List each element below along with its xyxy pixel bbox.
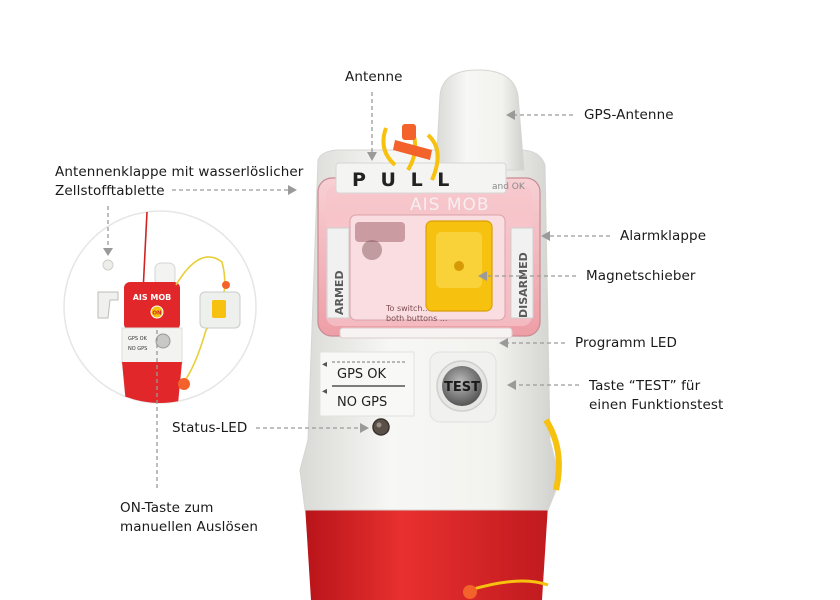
switch-text-2: both buttons ... [386,314,447,323]
inset-magnetic-slider [212,300,226,318]
status-panel: GPS OK NO GPS ◂ ◂ [319,351,415,417]
no-gps-label: NO GPS [337,395,387,410]
arrow-antennenklappe [288,185,297,195]
inset-gps-ok: GPS OK [128,336,148,342]
label-on-taste: ON-Taste zum manuellen Auslösen [120,500,259,535]
beacon-main: ARMED DISARMED P U L L and OK AIS MOB To… [299,69,562,600]
inset-gps-tower [154,262,176,286]
label-alarmklappe: Alarmklappe [620,228,707,244]
inset-lanyard-clip [178,378,190,390]
arrow-taste-test [507,380,516,390]
inset-circle: AIS MOB ON GPS OK NO GPS [63,210,257,404]
inset-base [122,362,182,403]
antenna-pull-cord [381,124,440,181]
magnetic-slider[interactable] [425,220,493,312]
inset-body-red [124,282,180,330]
lanyard-bottom-clip [463,585,477,599]
disarmed-label: DISARMED [517,252,530,318]
arrow-tablet [103,248,113,256]
arrow-programm-led [499,338,508,348]
status-led [372,418,390,436]
label-antenne: Antenne [345,69,403,85]
label-antennenklappe: Antennenklappe mit wasserlöslicher Zells… [55,164,304,199]
inset-no-gps: NO GPS [128,346,147,352]
armed-label: ARMED [333,270,346,315]
test-button[interactable]: TEST [429,351,497,423]
inset-brand: AIS MOB [133,293,172,302]
inset-whip-antenna [142,211,148,293]
alarm-flap-hole [362,240,382,260]
slider-logo [454,261,464,271]
led-glyph-1: ◂ [322,359,327,370]
arrow-gps-antenne [506,110,515,120]
leader-lines [103,92,610,490]
inset-bracket [97,291,119,319]
lanyard-right [543,418,562,491]
led-glyph-2: ◂ [322,386,327,397]
inset-on-label: ON [152,311,162,317]
switch-text: To switch... [385,304,430,313]
label-gps-antenne: GPS-Antenne [584,107,674,123]
pull-label: P U L L [352,169,453,191]
inset-flap-tab [222,281,230,289]
arrow-magnetschieber [478,271,487,281]
arrow-status-led [360,423,369,433]
label-taste-test: Taste “TEST” für einen Funktionstest [589,378,724,413]
arrow-antenne [367,152,377,161]
beacon-red-base [305,505,548,600]
inset-on-button[interactable] [150,305,164,319]
gps-antenna-housing [435,69,525,171]
gps-ok-label: GPS OK [337,367,387,382]
inset-test-button [155,333,171,349]
label-magnetschieber: Magnetschieber [586,268,696,284]
label-status-led: Status-LED [172,420,248,436]
status-led-shine [376,422,382,428]
label-programm-led: Programm LED [575,335,678,351]
tablet [102,259,114,271]
brand-label: AIS MOB [410,195,490,215]
lanyard-bottom [469,579,549,592]
and-ok-label: and OK [492,182,526,192]
arrow-alarmklappe [541,231,550,241]
test-button-label: TEST [444,380,480,395]
inset-body-white [121,327,183,365]
